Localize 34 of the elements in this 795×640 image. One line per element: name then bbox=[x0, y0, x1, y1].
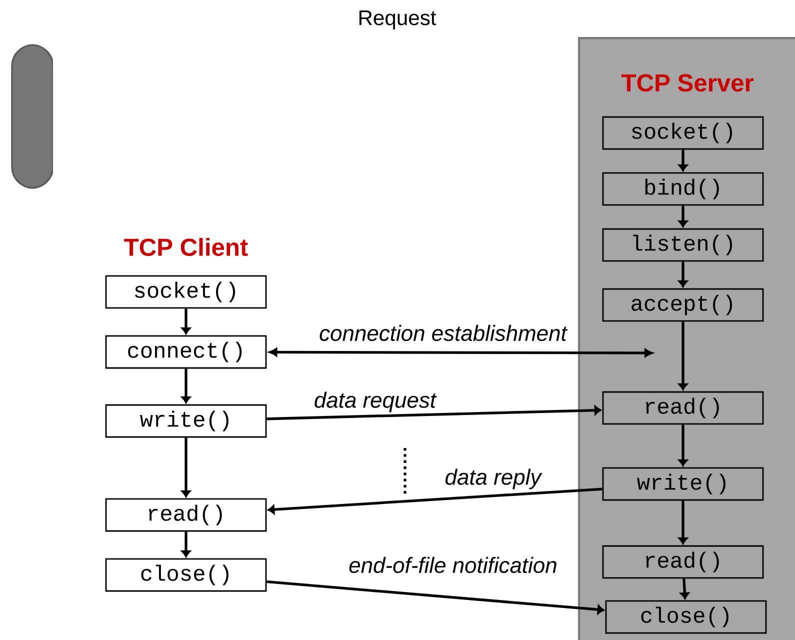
arrow bbox=[181, 532, 191, 558]
arrow bbox=[181, 308, 191, 334]
arrow bbox=[678, 500, 688, 544]
function-box: close() bbox=[105, 558, 267, 592]
edge-label: connection establishment bbox=[320, 324, 568, 342]
function-box: socket() bbox=[105, 275, 267, 309]
edge-label: data reply bbox=[446, 468, 542, 490]
arrow bbox=[266, 580, 604, 614]
title: Request bbox=[359, 10, 436, 30]
function-box: socket() bbox=[602, 116, 764, 150]
function-box: listen() bbox=[602, 228, 764, 262]
arrow bbox=[680, 578, 690, 600]
arrow bbox=[268, 348, 653, 358]
arrow bbox=[678, 150, 688, 172]
arrow bbox=[181, 368, 191, 404]
arrow bbox=[678, 424, 688, 466]
arrow bbox=[678, 322, 688, 390]
arrow bbox=[678, 206, 688, 228]
function-box: read() bbox=[602, 545, 764, 579]
function-box: write() bbox=[602, 467, 764, 501]
function-box: read() bbox=[602, 391, 764, 425]
function-box: bind() bbox=[602, 172, 764, 206]
function-box: close() bbox=[605, 600, 767, 634]
function-box: accept() bbox=[602, 288, 764, 322]
arrow bbox=[678, 262, 688, 288]
arrow bbox=[181, 438, 191, 498]
arrow bbox=[268, 488, 602, 514]
edge-label: end-of-file notification bbox=[349, 556, 556, 574]
function-box: connect() bbox=[105, 335, 267, 369]
side-tab bbox=[11, 44, 54, 189]
function-box: write() bbox=[105, 404, 267, 438]
function-box: read() bbox=[105, 498, 267, 532]
edge-label: data request bbox=[314, 392, 437, 412]
arrow bbox=[266, 406, 602, 420]
